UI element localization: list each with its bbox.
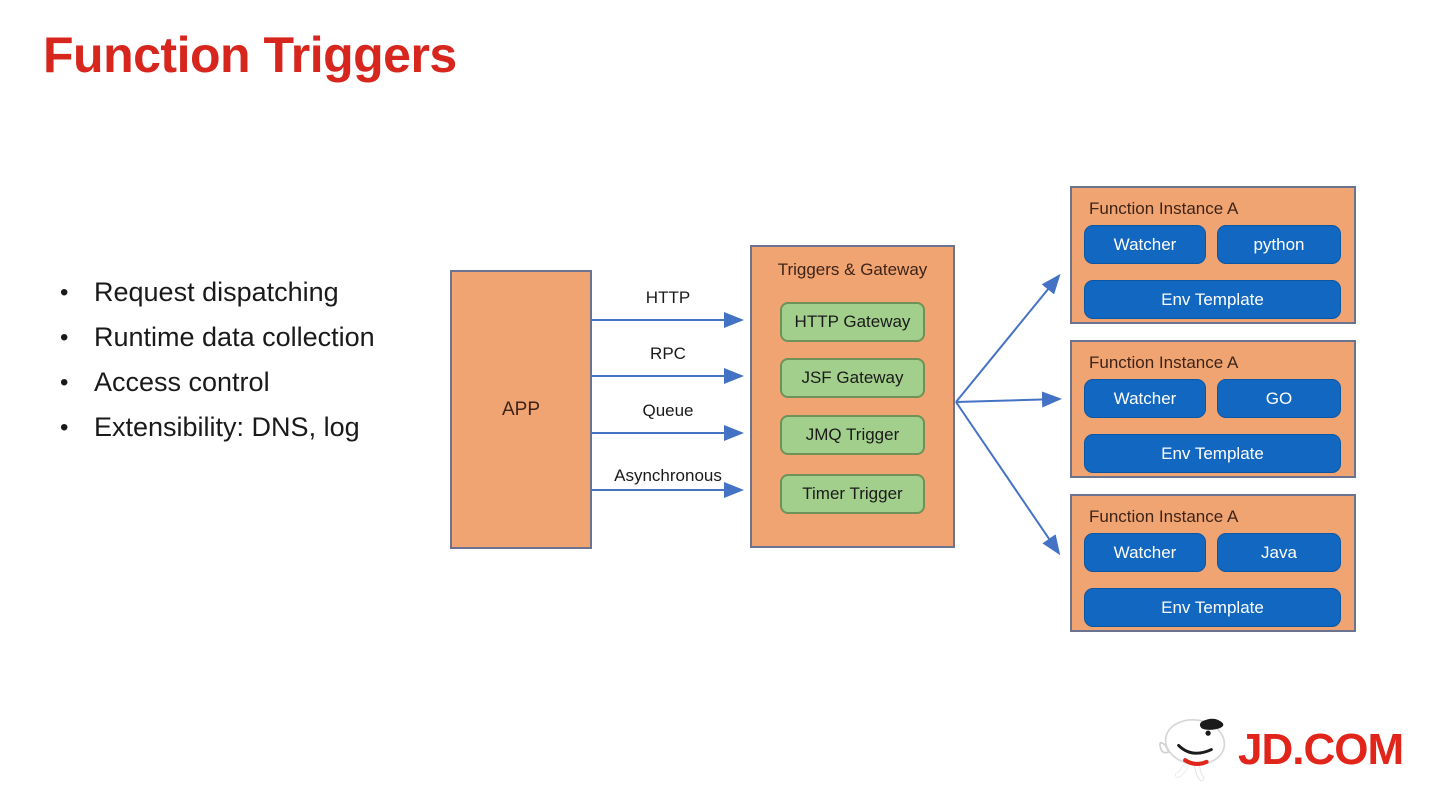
instance-title: Function Instance A [1089,353,1239,372]
env-template-box: Env Template [1084,588,1341,627]
env-template-box: Env Template [1084,280,1341,319]
app-label: APP [501,398,541,420]
arrow-label-asynchronous: Asynchronous [614,466,722,485]
bullet-item: Runtime data collection [58,315,375,360]
watcher-box: Watcher [1084,379,1206,418]
gateway-title: Triggers & Gateway [777,260,928,279]
runtime-box-go: GO [1217,379,1341,418]
gateway-item-timer-trigger: Timer Trigger [780,474,925,514]
bullet-item: Access control [58,360,375,405]
bullet-item: Extensibility: DNS, log [58,405,375,450]
gateway-item-http-gateway: HTTP Gateway [780,302,925,342]
jd-mascot-icon [1159,718,1226,782]
function-instance-box: Function Instance A Watcher Java Env Tem… [1070,494,1356,632]
gateway-item-jsf-gateway: JSF Gateway [780,358,925,398]
runtime-box-java: Java [1217,533,1341,572]
arrow-label-queue: Queue [642,401,694,420]
bullet-item: Request dispatching [58,270,375,315]
runtime-box-python: python [1217,225,1341,264]
gateway-item-jmq-trigger: JMQ Trigger [780,415,925,455]
function-instance-box: Function Instance A Watcher GO Env Templ… [1070,340,1356,478]
instance-title: Function Instance A [1089,507,1239,526]
app-box: APP [450,270,592,549]
arrow-label-http: HTTP [645,288,691,307]
gateway-box: Triggers & Gateway HTTP Gateway JSF Gate… [750,245,955,548]
function-instance-box: Function Instance A Watcher python Env T… [1070,186,1356,324]
watcher-box: Watcher [1084,533,1206,572]
jd-logo-text: JD.COM [1238,725,1404,774]
instance-title: Function Instance A [1089,199,1239,218]
bullet-list: Request dispatching Runtime data collect… [58,270,375,450]
slide-title: Function Triggers [43,27,457,83]
env-template-box: Env Template [1084,434,1341,473]
arrow-label-rpc: RPC [650,344,686,363]
watcher-box: Watcher [1084,225,1206,264]
